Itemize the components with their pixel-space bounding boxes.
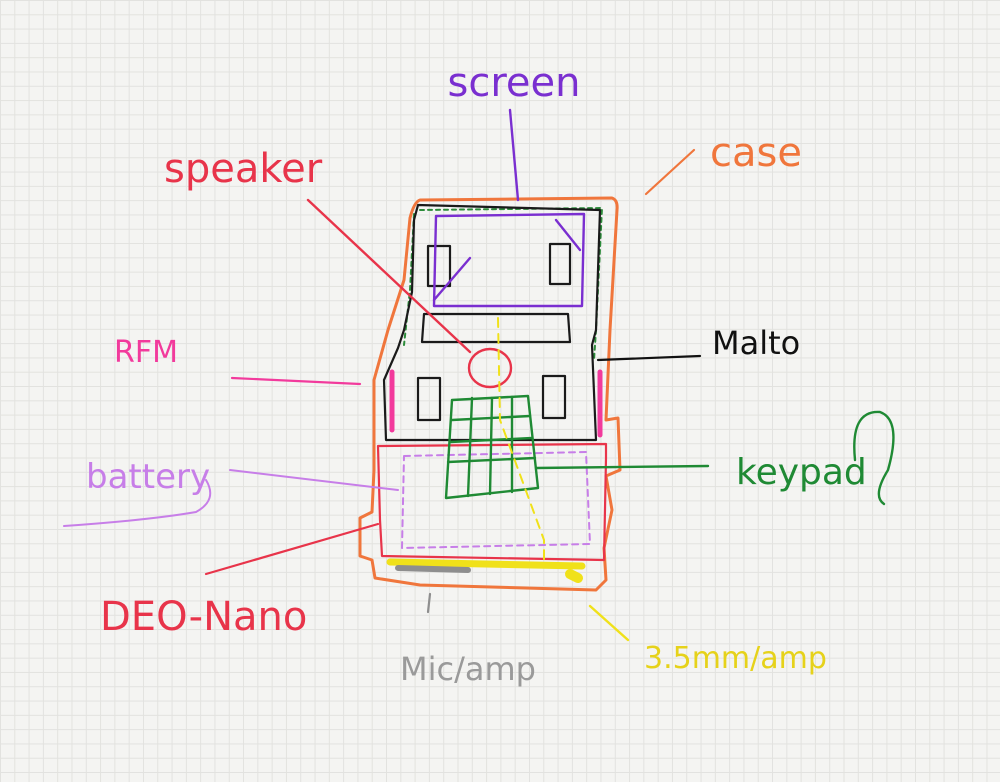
label-case: case	[710, 130, 802, 176]
case-leader	[644, 148, 696, 196]
rfm-leader	[230, 376, 362, 386]
malto-leader	[596, 354, 702, 362]
battery-leader	[229, 469, 399, 491]
speaker-component	[306, 198, 513, 389]
label-rfm: RFM	[114, 335, 178, 370]
label-jack-amp: 3.5mm/amp	[644, 641, 827, 676]
label-malto: Malto	[712, 324, 800, 362]
screen-component	[432, 108, 586, 308]
label-battery: battery	[86, 457, 210, 497]
label-mic-amp: Mic/amp	[400, 650, 536, 688]
battery-underline	[63, 479, 212, 527]
case-outline	[358, 196, 622, 592]
label-deo-nano: DEO-Nano	[100, 594, 307, 640]
board-outline	[382, 203, 602, 442]
mic-amp-component	[395, 565, 471, 614]
label-speaker: speaker	[164, 146, 323, 192]
label-screen: screen	[448, 60, 581, 106]
battery-component	[401, 451, 591, 549]
keypad-component	[444, 394, 895, 506]
label-keypad: keypad	[736, 452, 867, 493]
rfm-modules	[389, 369, 603, 438]
deo-nano-board	[204, 442, 608, 576]
jack-amp-component	[386, 317, 630, 642]
